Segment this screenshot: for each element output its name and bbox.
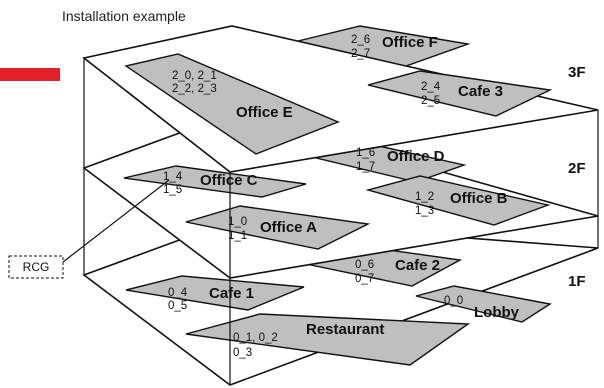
room-name-cafe-2: Cafe 2 xyxy=(395,257,440,274)
room-office-c xyxy=(123,165,307,198)
room-id-line: 0_5 xyxy=(168,300,187,312)
room-id-line: 0_7 xyxy=(355,273,374,285)
red-accent-bar xyxy=(0,68,60,81)
room-id-line: 1_4 xyxy=(163,171,183,183)
rcg-label: RCG xyxy=(23,260,50,274)
slab-3f xyxy=(82,25,599,173)
room-name-lobby: Lobby xyxy=(474,304,520,321)
room-id-line: 2_7 xyxy=(351,48,370,60)
rcg-pointer-line xyxy=(62,179,170,263)
room-name-office-b: Office B xyxy=(450,190,508,207)
room-id-line: 2_4 xyxy=(421,81,441,93)
floor-label-3f: 3F xyxy=(568,64,586,81)
floor-3f xyxy=(82,25,599,173)
room-id-line: 0_3 xyxy=(233,347,252,359)
diagram-title: Installation example xyxy=(62,8,186,24)
room-id-line: 1_0 xyxy=(228,216,247,228)
floor-label-2f: 2F xyxy=(568,160,586,177)
room-office-b xyxy=(365,175,551,226)
room-id-line: 0_0 xyxy=(444,295,463,307)
room-id-line: 2_2, 2_3 xyxy=(172,83,217,95)
room-id-line: 1_2 xyxy=(415,191,434,203)
rcg-box xyxy=(8,255,64,279)
room-lobby xyxy=(415,285,552,323)
room-restaurant xyxy=(185,313,471,366)
room-name-office-e: Office E xyxy=(236,104,293,121)
room-cafe-1 xyxy=(125,275,305,311)
room-office-f xyxy=(297,25,471,67)
room-name-cafe-3: Cafe 3 xyxy=(458,83,503,100)
room-office-a xyxy=(185,205,371,250)
room-cafe-3 xyxy=(367,70,553,117)
room-id-line: 0_1, 0_2 xyxy=(233,332,278,344)
room-id-line: 1_6 xyxy=(356,147,375,159)
room-id-line: 2_0, 2_1 xyxy=(172,70,217,82)
room-id-line: 0_4 xyxy=(168,287,188,299)
room-id-line: 1_7 xyxy=(356,161,375,173)
room-id-line: 2_5 xyxy=(421,95,440,107)
room-id-line: 1_5 xyxy=(163,184,182,196)
room-id-line: 0_6 xyxy=(355,259,374,271)
room-id-line: 1_3 xyxy=(415,205,434,217)
room-office-e xyxy=(124,53,340,155)
room-name-office-c: Office C xyxy=(200,172,258,189)
room-id-line: 2_6 xyxy=(351,34,370,46)
room-id-line: 1_1 xyxy=(228,230,247,242)
room-name-office-a: Office A xyxy=(260,219,317,236)
room-name-office-f: Office F xyxy=(382,34,438,51)
room-name-cafe-1: Cafe 1 xyxy=(209,285,254,302)
room-name-restaurant: Restaurant xyxy=(306,321,384,338)
floor-label-1f: 1F xyxy=(568,273,586,290)
room-name-office-d: Office D xyxy=(387,148,445,165)
